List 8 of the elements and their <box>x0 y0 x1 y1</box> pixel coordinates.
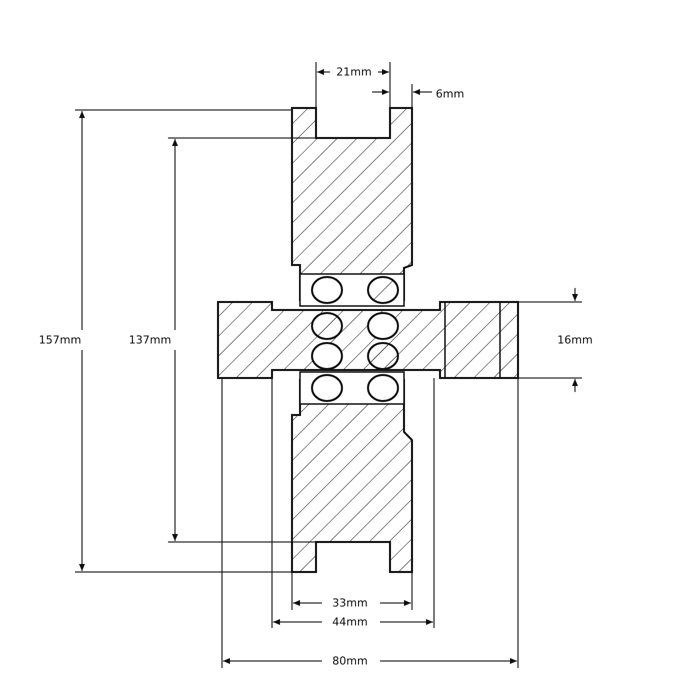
dimension-label: 6mm <box>434 88 466 100</box>
dimension-label: 21mm <box>334 66 374 78</box>
dimension-label: 33mm <box>330 596 370 610</box>
dimension-label: 44mm <box>330 616 370 628</box>
dimension-label: 16mm <box>555 334 595 346</box>
dimension-label: 157mm <box>36 334 84 346</box>
dimension-label: 80mm <box>330 654 370 668</box>
dimension-label: 137mm <box>126 334 174 346</box>
